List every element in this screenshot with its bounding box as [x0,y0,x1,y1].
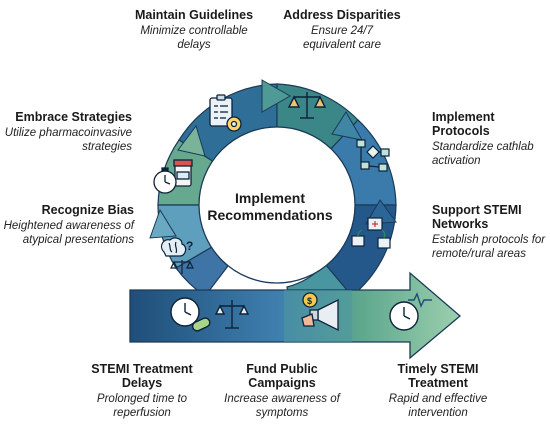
label-title: Fund Public Campaigns [246,362,318,390]
clock-heartbeat-icon [389,292,432,331]
label-timely: Timely STEMI Treatment Rapid and effecti… [372,362,504,420]
brain-question-icon: ? [160,237,194,274]
hospital-network-icon [351,217,391,249]
label-subtitle: Minimize controllable delays [140,25,248,51]
medicine-stopwatch-icon [153,159,193,194]
label-title: Embrace Strategies [15,110,132,124]
label-title: STEMI Treatment Delays [91,362,193,390]
label-subtitle: Prolonged time to reperfusion [96,393,188,419]
label-title: Timely STEMI Treatment [397,362,479,390]
label-subtitle: Standardize cathlab activation [432,141,534,167]
center-title: Implement Recommendations [207,190,333,223]
label-title: Maintain Guidelines [134,8,254,22]
label-support: Support STEMI Networks Establish protoco… [432,203,548,261]
label-subtitle: Increase awareness of symptoms [224,393,340,419]
label-title: Support STEMI Networks [432,203,522,231]
label-maintain: Maintain Guidelines Minimize controllabl… [124,8,264,52]
svg-text:$: $ [307,296,312,306]
label-title: Address Disparities [283,8,401,22]
label-address: Address Disparities Ensure 24/7 equivale… [272,8,412,52]
balance-scale-icon [287,92,327,119]
megaphone-money-icon: $ [301,292,339,332]
label-implement: Implement Protocols Standardize cathlab … [432,110,548,168]
label-title: Implement Protocols [432,110,495,138]
flowchart-icon [356,139,390,172]
label-subtitle: Heightened awareness of atypical present… [3,220,134,246]
center-circle [198,126,356,284]
label-subtitle: Establish protocols for remote/rural are… [432,234,546,260]
label-embrace: Embrace Strategies Utilize pharmacoinvas… [2,110,132,154]
label-subtitle: Rapid and effective intervention [388,393,488,419]
label-title: Recognize Bias [41,203,134,217]
label-delays: STEMI Treatment Delays Prolonged time to… [78,362,206,420]
svg-text:?: ? [186,239,193,253]
label-subtitle: Utilize pharmacoinvasive strategies [4,127,132,153]
checklist-gear-icon [209,94,242,132]
label-recognize: Recognize Bias Heightened awareness of a… [2,203,134,247]
label-fund: Fund Public Campaigns Increase awareness… [218,362,346,420]
clock-pill-scale-icon [170,297,250,332]
label-subtitle: Ensure 24/7 equivalent care [303,25,381,51]
